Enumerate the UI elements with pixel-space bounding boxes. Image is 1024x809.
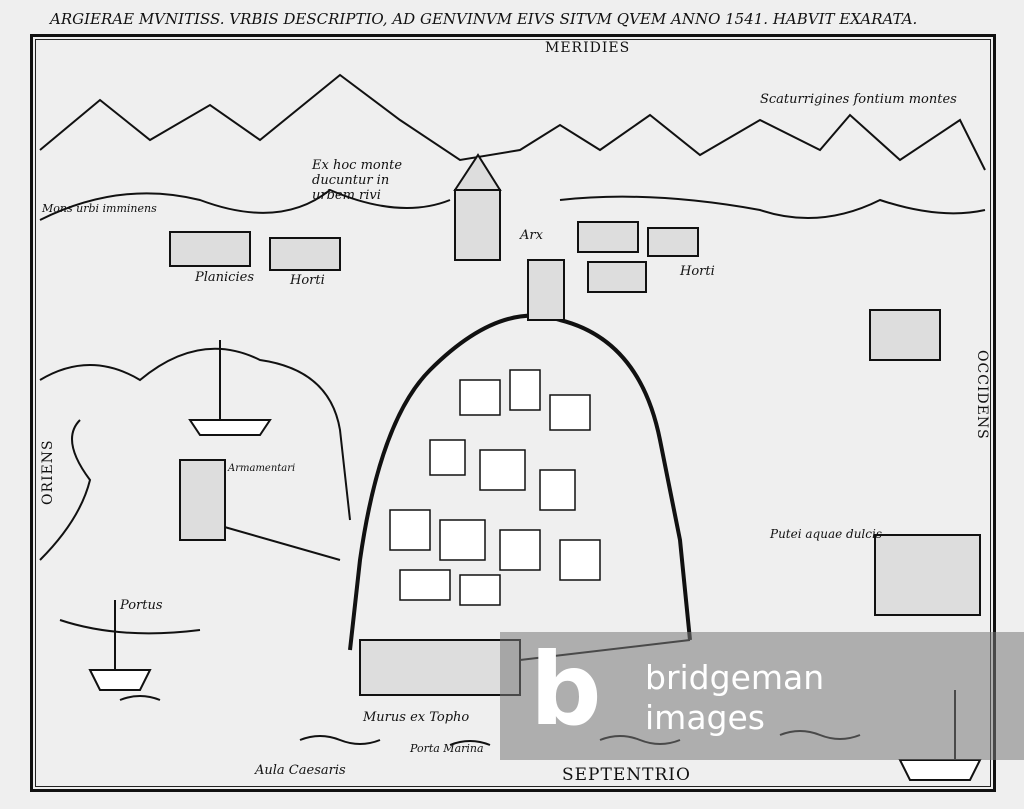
label-horti-left: Horti xyxy=(290,273,325,288)
ship xyxy=(88,340,982,781)
watermark-band xyxy=(500,632,1024,760)
compass-south: MERIDIES xyxy=(545,40,631,56)
enemy-camp xyxy=(874,534,981,616)
watermark-logo: b xyxy=(530,631,602,748)
compass-north: SEPTENTRIO xyxy=(562,765,691,785)
coastline xyxy=(39,347,351,635)
label-putei: Putei aquae dulcis xyxy=(770,527,882,541)
map-frame xyxy=(30,34,996,792)
garden-plot xyxy=(169,231,251,267)
garden-plot xyxy=(647,227,699,257)
city-houses xyxy=(389,369,601,606)
label-planicies: Planicies xyxy=(195,270,254,285)
label-portus: Portus xyxy=(120,598,163,613)
mountain-range xyxy=(39,73,986,171)
fortress-roof xyxy=(453,153,502,191)
sea-wall xyxy=(359,639,521,696)
label-murus: Murus ex Topho xyxy=(363,710,470,725)
label-horti-right: Horti xyxy=(680,264,715,279)
label-mons: Mons urbi imminens xyxy=(42,202,157,215)
harbor-tower xyxy=(179,459,226,541)
label-arx: Arx xyxy=(520,228,543,243)
watermark-text: bridgeman xyxy=(645,658,825,697)
city-wall xyxy=(348,313,692,651)
label-armamentarium: Armamentari xyxy=(228,463,296,474)
fortress-tower xyxy=(454,189,501,261)
garden-plot xyxy=(269,237,341,271)
label-ex-hoc-monte: Ex hoc monte ducuntur in urbem rivi xyxy=(312,158,403,203)
arx-tower xyxy=(527,259,565,321)
garden-plot xyxy=(587,261,647,293)
compass-west: OCCIDENS xyxy=(974,350,990,440)
label-scaturigines: Scaturrigines fontium montes xyxy=(760,92,957,107)
compass-east: ORIENS xyxy=(40,439,56,505)
label-porta-marina: Porta Marina xyxy=(410,742,484,755)
label-aula: Aula Caesaris xyxy=(255,763,346,778)
watermark-text: images xyxy=(645,698,765,737)
garden-plot xyxy=(577,221,639,253)
map-title: ARGIERAE MVNITISS. VRBIS DESCRIPTIO, AD … xyxy=(50,10,918,28)
hills xyxy=(39,188,986,221)
enemy-camp xyxy=(869,309,941,361)
